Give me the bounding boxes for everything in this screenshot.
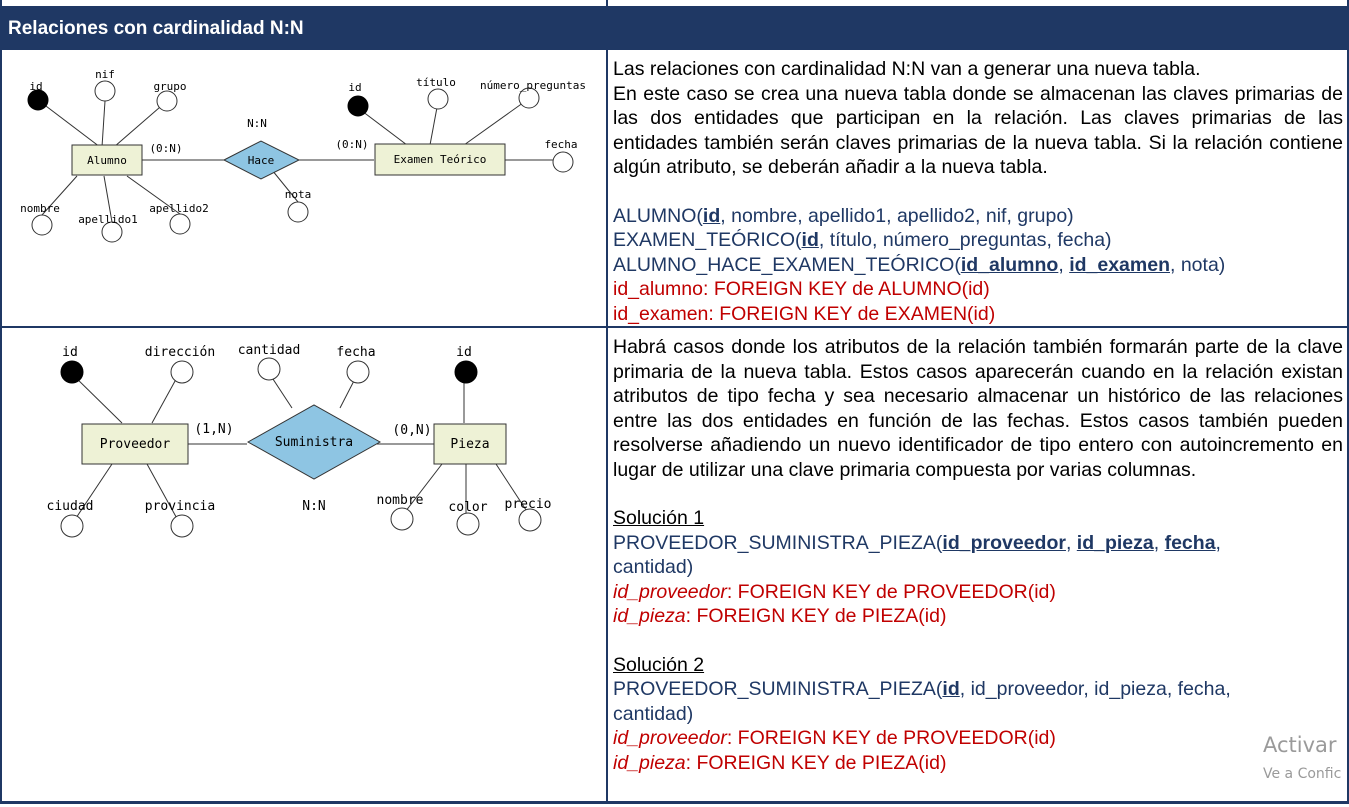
attr-apellido1-circle bbox=[101, 221, 123, 243]
attr-precio-circle bbox=[518, 508, 542, 532]
solution-2-fk-proveedor: id_proveedor: FOREIGN KEY de PROVEEDOR(i… bbox=[613, 727, 1056, 749]
entity-proveedor-label: Proveedor bbox=[100, 437, 171, 452]
table-right-border bbox=[1347, 50, 1349, 803]
attr-direccion-label: dirección bbox=[145, 345, 215, 360]
attr-cantidad-label: cantidad bbox=[238, 343, 301, 358]
attr-ciudad-circle bbox=[60, 514, 84, 538]
attr-exam-id-label: id bbox=[348, 81, 361, 94]
explanation-cell-2: Habrá casos donde los atributos de la re… bbox=[613, 335, 1343, 775]
attr-nota-circle bbox=[287, 201, 309, 223]
solution-2-schema: PROVEEDOR_SUMINISTRA_PIEZA(id, id_provee… bbox=[613, 678, 1231, 700]
relation-hace-label: Hace bbox=[248, 154, 275, 167]
entity-examen-box bbox=[374, 143, 506, 176]
solution-2-schema-cont: cantidad) bbox=[613, 702, 694, 725]
relation-suministra-label: Suministra bbox=[275, 435, 353, 450]
attr-nif-circle bbox=[94, 80, 116, 102]
attr-rel-fecha-label: fecha bbox=[336, 345, 375, 360]
intro-paragraph: En este caso se crea una nueva tabla don… bbox=[613, 82, 1343, 179]
solution-1-schema-cont: cantidad) bbox=[613, 556, 694, 578]
section-header: Relaciones con cardinalidad N:N bbox=[0, 6, 1349, 50]
historic-paragraph: Habrá casos donde los atributos de la re… bbox=[613, 336, 1343, 481]
attr-apellido1-label: apellido1 bbox=[78, 213, 138, 226]
attr-provincia-label: provincia bbox=[145, 499, 215, 514]
er-diagram-proveedor-pieza: Proveedor Pieza Suministra (1,N) (0,N) N… bbox=[2, 328, 606, 801]
er-diagram-2-svg: Proveedor Pieza Suministra (1,N) (0,N) N… bbox=[47, 343, 552, 538]
attr-id-label: id bbox=[29, 80, 42, 93]
section-title: Relaciones con cardinalidad N:N bbox=[8, 18, 304, 39]
attr-color-circle bbox=[456, 512, 480, 536]
attr-nota-label: nota bbox=[285, 188, 312, 201]
attr-prov-id-label: id bbox=[62, 345, 78, 360]
column-divider bbox=[606, 50, 608, 803]
attr-numero-preguntas-circle bbox=[518, 87, 540, 109]
activation-watermark-sub: Ve a Confic bbox=[1263, 766, 1342, 782]
attr-nombre-label: nombre bbox=[20, 202, 60, 215]
foreign-key-alumno: id_alumno: FOREIGN KEY de ALUMNO(id) bbox=[613, 278, 990, 300]
attr-grupo-label: grupo bbox=[153, 80, 186, 93]
attr-titulo-label: título bbox=[416, 76, 456, 89]
attr-numero-preguntas-label: número_preguntas bbox=[480, 79, 586, 92]
explanation-cell-1: Las relaciones con cardinalidad N:N van … bbox=[613, 57, 1343, 326]
er-diagram-1-svg: Alumno Examen Teórico Hace N:N (0:N) (0:… bbox=[20, 68, 586, 243]
cardinality-label-2: N:N bbox=[302, 499, 325, 514]
table-top-edge bbox=[0, 0, 1349, 8]
entity-examen-label: Examen Teórico bbox=[394, 153, 487, 166]
relation-suministra-diamond bbox=[246, 404, 382, 480]
solution-1-fk-pieza: id_pieza: FOREIGN KEY de PIEZA(id) bbox=[613, 605, 947, 627]
solution-1-fk-proveedor: id_proveedor: FOREIGN KEY de PROVEEDOR(i… bbox=[613, 580, 1056, 603]
attr-apellido2-circle bbox=[169, 213, 191, 235]
attr-color-label: color bbox=[448, 500, 487, 515]
attr-titulo-circle bbox=[427, 88, 449, 110]
schema-alumno: ALUMNO(id, nombre, apellido1, apellido2,… bbox=[613, 204, 1074, 227]
activation-watermark: Activar bbox=[1263, 733, 1337, 757]
solution-2-fk-pieza: id_pieza: FOREIGN KEY de PIEZA(id) bbox=[613, 751, 947, 774]
attr-cantidad-circle bbox=[257, 357, 281, 381]
entity-pieza-box bbox=[433, 423, 507, 465]
attr-id-key-circle bbox=[27, 89, 49, 111]
attr-pieza-nombre-label: nombre bbox=[377, 493, 424, 508]
entity-alumno-box bbox=[71, 144, 143, 176]
foreign-key-examen: id_examen: FOREIGN KEY de EXAMEN(id) bbox=[613, 302, 996, 325]
intro-line: Las relaciones con cardinalidad N:N van … bbox=[613, 58, 1201, 80]
table-left-border bbox=[0, 50, 2, 803]
attr-grupo-circle bbox=[156, 90, 178, 112]
schema-examen: EXAMEN_TEÓRICO(id, título, número_pregun… bbox=[613, 229, 1112, 251]
attr-pieza-id-key-circle bbox=[454, 360, 478, 384]
card-right-label: (0:N) bbox=[335, 138, 368, 151]
entity-proveedor-box bbox=[81, 423, 189, 465]
attr-prov-id-key-circle bbox=[60, 360, 84, 384]
attr-fecha-label: fecha bbox=[544, 138, 577, 151]
relation-hace-diamond bbox=[222, 140, 301, 180]
entity-pieza-label: Pieza bbox=[450, 437, 489, 452]
schema-alumno-hace-examen: ALUMNO_HACE_EXAMEN_TEÓRICO(id_alumno, id… bbox=[613, 253, 1226, 276]
cardinality-label: N:N bbox=[247, 117, 267, 130]
table-bottom-border bbox=[0, 801, 1349, 804]
attr-rel-fecha-circle bbox=[346, 360, 370, 384]
attr-provincia-circle bbox=[170, 514, 194, 538]
row-divider bbox=[0, 326, 1349, 328]
card-left-label-2: (1,N) bbox=[194, 422, 233, 437]
attr-nombre-circle bbox=[31, 214, 53, 236]
card-right-label-2: (0,N) bbox=[392, 423, 431, 438]
attr-apellido2-label: apellido2 bbox=[149, 202, 209, 215]
card-left-label: (0:N) bbox=[149, 142, 182, 155]
solution-2-title: Solución 2 bbox=[613, 653, 705, 676]
attr-fecha-circle bbox=[552, 151, 574, 173]
solution-1-schema: PROVEEDOR_SUMINISTRA_PIEZA(id_proveedor,… bbox=[613, 531, 1221, 554]
er-diagram-alumno-examen: Alumno Examen Teórico Hace N:N (0:N) (0:… bbox=[2, 52, 606, 326]
attr-nif-label: nif bbox=[95, 68, 115, 81]
attr-exam-id-key-circle bbox=[347, 95, 369, 117]
entity-alumno-label: Alumno bbox=[87, 154, 127, 167]
attr-pieza-nombre-circle bbox=[390, 507, 414, 531]
solution-1-title: Solución 1 bbox=[613, 507, 705, 529]
attr-precio-label: precio bbox=[505, 497, 552, 512]
attr-direccion-circle bbox=[170, 360, 194, 384]
attr-ciudad-label: ciudad bbox=[47, 499, 94, 514]
attr-pieza-id-label: id bbox=[456, 345, 472, 360]
